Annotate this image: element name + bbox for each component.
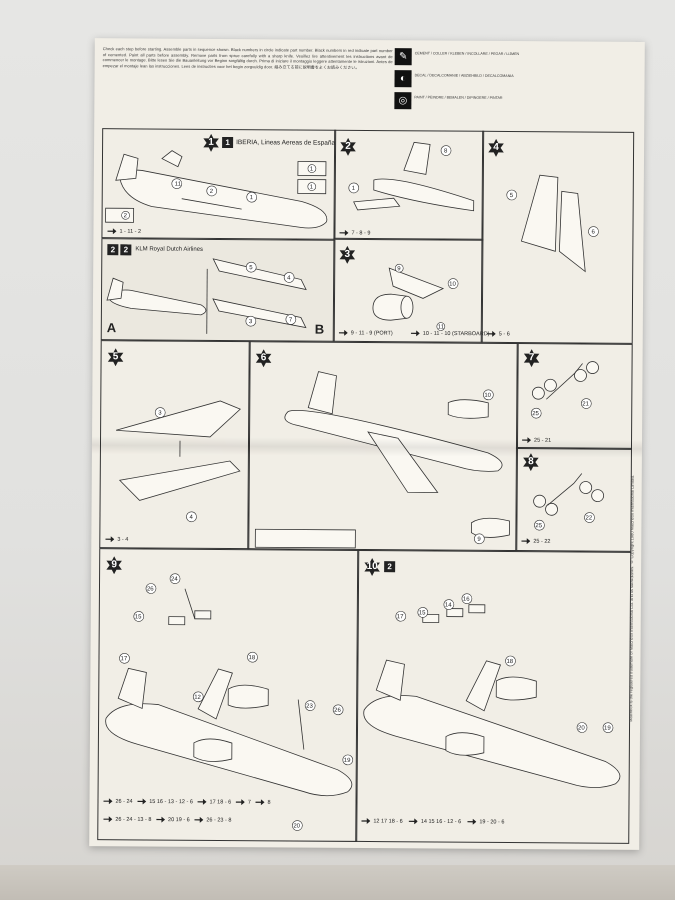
step-3-starboard-parts: 10 - 11 - 10 (STARBOARD) [411, 330, 490, 337]
cement-icon: ✎ [394, 48, 412, 66]
svg-text:11: 11 [175, 182, 182, 188]
svg-text:5: 5 [510, 193, 514, 199]
step-5-parts: 3 - 4 [105, 536, 128, 543]
step-3-port-parts: 9 - 11 - 9 (PORT) [339, 330, 393, 337]
step-8-drawing: 25 22 [533, 473, 605, 531]
step-7-drawing: 25 21 [530, 361, 599, 419]
step-8-parts: 25 - 22 [521, 538, 550, 545]
svg-text:11: 11 [438, 324, 445, 330]
svg-text:1: 1 [310, 167, 314, 173]
svg-text:17: 17 [397, 614, 404, 620]
svg-text:6: 6 [591, 230, 595, 236]
step-5-drawing: 3 4 [115, 400, 241, 523]
svg-text:25: 25 [535, 523, 542, 529]
step-10-drawing: 17 15 14 16 18 20 19 [363, 593, 621, 788]
step-3-drawing: 10 11 9 [372, 263, 459, 331]
step-2-parts: 7 - 8 - 9 [339, 230, 370, 236]
svg-text:3: 3 [249, 319, 253, 325]
svg-text:10: 10 [484, 393, 491, 399]
svg-text:23: 23 [306, 704, 313, 710]
legend-row-decal: ◐ DECAL / DECALCOMANIE / ABZIEHBILD / DE… [394, 70, 536, 88]
svg-text:17: 17 [120, 656, 127, 662]
svg-text:20: 20 [293, 823, 300, 829]
intro-text: Check each step before starting. Assembl… [102, 46, 393, 70]
svg-text:26: 26 [334, 708, 341, 714]
instruction-sheet: Check each step before starting. Assembl… [89, 38, 645, 850]
step-1-parts: 1 - 11 - 2 [107, 228, 141, 235]
step-4-drawing: 5 6 [506, 174, 599, 273]
svg-text:25: 25 [532, 411, 539, 417]
step-9-drawing: 26 24 15 12 18 17 23 26 19 20 [105, 573, 354, 831]
step-9-parts-row-1: 26 - 24 15 16 - 13 - 12 - 6 17 18 - 6 7 … [103, 798, 271, 806]
step-7-parts: 25 - 21 [522, 437, 551, 444]
legend-row-paint: ◎ PAINT / PEINDRE / BEMALEN / DIPINGERE … [394, 92, 536, 110]
decal-icon: ◐ [394, 70, 412, 88]
svg-text:10: 10 [449, 282, 456, 288]
variant-b-label: B [314, 321, 325, 337]
svg-text:1: 1 [310, 185, 314, 191]
table-surface [0, 865, 675, 900]
svg-text:1: 1 [250, 195, 254, 201]
step-9-parts-row-2: 26 - 24 - 13 - 8 20 19 - 6 26 - 23 - 8 [103, 816, 231, 824]
svg-text:9: 9 [397, 266, 401, 272]
svg-text:22: 22 [585, 516, 592, 522]
svg-text:8: 8 [444, 149, 448, 155]
svg-text:20: 20 [578, 725, 585, 731]
legend: ✎ CEMENT / COLLER / KLEBEN / INCOLLARE /… [394, 48, 537, 124]
svg-text:9: 9 [477, 537, 481, 543]
svg-text:2: 2 [124, 213, 128, 219]
svg-text:15: 15 [419, 610, 426, 616]
svg-text:16: 16 [463, 597, 470, 603]
svg-text:26: 26 [147, 586, 154, 592]
variant-a-label: A [106, 320, 117, 336]
svg-text:12: 12 [194, 695, 201, 701]
svg-text:24: 24 [171, 577, 178, 583]
svg-text:15: 15 [135, 614, 142, 620]
legend-row-cement: ✎ CEMENT / COLLER / KLEBEN / INCOLLARE /… [394, 48, 537, 66]
svg-text:21: 21 [582, 402, 589, 408]
svg-text:14: 14 [445, 603, 452, 609]
step-6-drawing: 10 9 [254, 371, 510, 549]
svg-text:7: 7 [289, 317, 293, 323]
step-1-klm-drawing: 5 4 7 3 [106, 258, 307, 334]
svg-text:19: 19 [604, 726, 611, 732]
svg-text:1: 1 [352, 186, 356, 192]
svg-text:5: 5 [249, 265, 253, 271]
paint-icon: ◎ [394, 92, 412, 110]
step-1-drawing: 11 2 1 1 1 2 [105, 150, 328, 229]
step-4-parts: 5 - 6 [487, 331, 510, 337]
step-2-drawing: 1 8 [348, 141, 475, 212]
svg-text:4: 4 [287, 275, 291, 281]
svg-text:3: 3 [158, 411, 162, 417]
svg-text:2: 2 [210, 189, 214, 195]
svg-text:18: 18 [248, 655, 255, 661]
cement-hand-icon [107, 228, 116, 234]
step-10-parts-row: 12 17 18 - 6 14 15 16 - 12 - 6 19 - 20 -… [361, 818, 504, 825]
svg-text:19: 19 [344, 758, 351, 764]
svg-text:18: 18 [506, 659, 513, 665]
svg-text:4: 4 [189, 515, 193, 521]
